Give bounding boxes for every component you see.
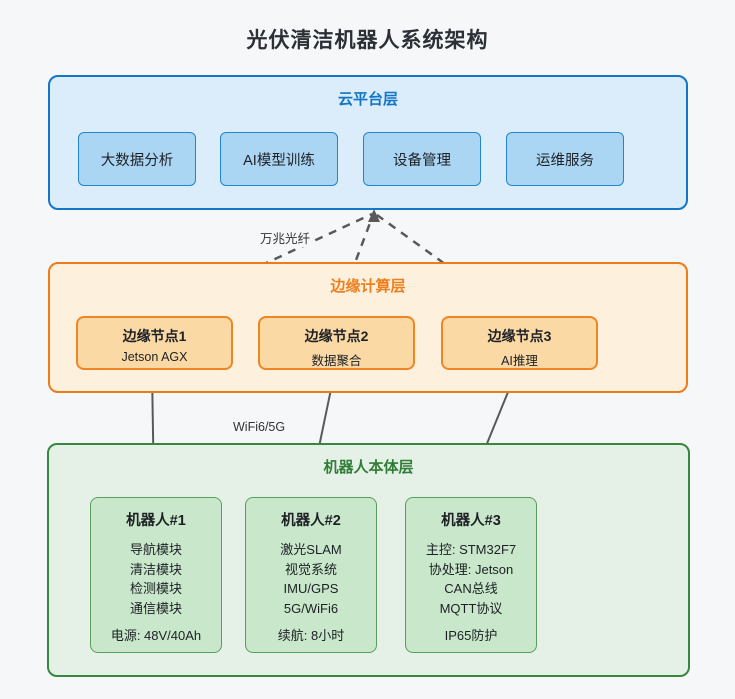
edge-node-name: 边缘节点1 xyxy=(122,328,187,344)
robot-module: 导航模块 xyxy=(129,542,182,557)
edge-node-1: 边缘节点1 Jetson AGX xyxy=(76,316,233,370)
cloud-item-devices: 设备管理 xyxy=(363,132,481,186)
cloud-item-bigdata: 大数据分析 xyxy=(78,132,196,186)
cloud-layer-title: 云平台层 xyxy=(337,91,398,108)
robot-card-1: 机器人#1 导航模块 清洁模块 检测模块 通信模块 电源: 48V/40Ah xyxy=(90,497,222,653)
edge-node-subtitle: 数据聚合 xyxy=(311,354,362,368)
robot-module: 激光SLAM xyxy=(280,542,342,557)
page-title: 光伏清洁机器人系统架构 xyxy=(246,29,489,52)
cloud-item-ai-train: AI模型训练 xyxy=(220,132,338,186)
robot-name: 机器人#2 xyxy=(281,513,341,529)
robot-spec: IP65防护 xyxy=(444,628,498,643)
edge-layer-box: 边缘计算层 边缘节点1 Jetson AGX 边缘节点2 数据聚合 边缘节点3 … xyxy=(48,262,688,393)
robot-spec: 电源: 48V/40Ah xyxy=(110,628,202,643)
robot-card-2: 机器人#2 激光SLAM 视觉系统 IMU/GPS 5G/WiFi6 续航: 8… xyxy=(245,497,377,653)
robot-name: 机器人#1 xyxy=(126,513,186,529)
robot-module: MQTT协议 xyxy=(439,600,503,616)
robot-module: IMU/GPS xyxy=(283,581,339,596)
robot-layer-box: 机器人本体层 机器人#1 导航模块 清洁模块 检测模块 通信模块 电源: 48V… xyxy=(47,443,690,677)
edge-node-subtitle: AI推理 xyxy=(501,354,538,368)
edge-layer-title: 边缘计算层 xyxy=(330,278,406,295)
robot-module: 主控: STM32F7 xyxy=(425,542,517,557)
cloud-layer-box: 云平台层 大数据分析 AI模型训练 设备管理 运维服务 xyxy=(48,75,688,210)
robot-module: 检测模块 xyxy=(129,581,182,596)
edge-node-3: 边缘节点3 AI推理 xyxy=(441,316,598,370)
edge-node-2: 边缘节点2 数据聚合 xyxy=(258,316,415,370)
robot-module: 清洁模块 xyxy=(129,561,182,577)
fiber-link-label: 万兆光纤 xyxy=(258,228,313,247)
connector-arrowhead xyxy=(368,209,380,222)
robot-card-3: 机器人#3 主控: STM32F7 协处理: Jetson CAN总线 MQTT… xyxy=(405,497,537,653)
edge-node-name: 边缘节点3 xyxy=(487,328,552,344)
robot-module: 5G/WiFi6 xyxy=(283,600,339,616)
wifi-link-label: WiFi6/5G xyxy=(231,420,288,434)
robot-module: 协处理: Jetson xyxy=(428,561,514,577)
cloud-item-ops: 运维服务 xyxy=(506,132,624,186)
robot-module: CAN总线 xyxy=(444,581,498,596)
edge-node-subtitle: Jetson AGX xyxy=(121,350,188,364)
robot-spec: 续航: 8小时 xyxy=(277,628,345,643)
robot-name: 机器人#3 xyxy=(441,513,501,529)
robot-module: 通信模块 xyxy=(129,600,182,616)
robot-layer-title: 机器人本体层 xyxy=(323,459,414,476)
edge-node-name: 边缘节点2 xyxy=(304,328,369,344)
robot-module: 视觉系统 xyxy=(284,561,337,577)
